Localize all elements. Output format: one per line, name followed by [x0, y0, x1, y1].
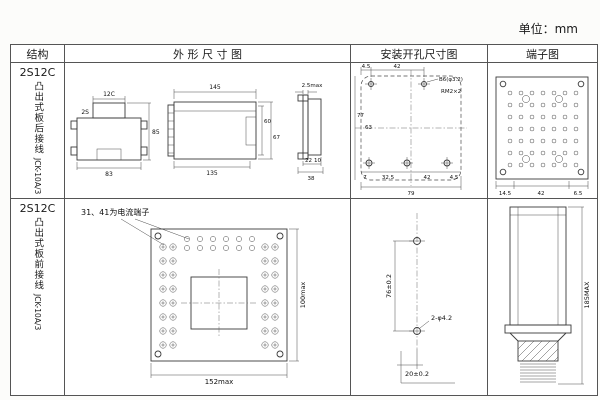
model-label: 2S12C: [19, 66, 56, 79]
right-terminal-strip: [261, 243, 279, 349]
outline-drawing-rear: 12C 2S 83 85: [70, 83, 324, 182]
end-view: 2.5max 22 10 38: [295, 83, 324, 182]
dim-14-5: 14.5: [499, 191, 512, 197]
terminal-dot-grid: [507, 90, 579, 168]
terminal-drawing-rear: 14.5 42 6.5: [495, 76, 589, 197]
panel-hole-view: 76±0.2 2-φ4.2 20±0.2: [385, 213, 455, 384]
dim-20: 20±0.2: [405, 370, 429, 378]
mounting-cell-rear: 4.5 42 B6(φ3.2) RM2×2 77 63: [351, 63, 488, 199]
left-terminal-strip-centers: [161, 245, 175, 347]
dim-63: 63: [365, 125, 372, 131]
dim-42-top: 42: [394, 64, 401, 70]
dim-85: 85: [152, 129, 160, 136]
structure-cell-rear: 2S12C 凸出式板后接线 JCK-10A/3: [11, 63, 65, 199]
right-terminal-strip-centers: [263, 245, 277, 347]
unit-label: 单位：mm: [518, 22, 578, 36]
hole-spec-label: 2-φ4.2: [431, 314, 452, 322]
hole-spec-label: B6(φ3.2): [439, 77, 463, 83]
dim-12c: 12C: [103, 91, 115, 98]
dim-185max: 185MAX: [583, 281, 591, 308]
dim-135: 135: [206, 170, 218, 177]
dim-77: 77: [357, 113, 364, 119]
mounting-hole-view: 4.5 42 B6(φ3.2) RM2×2 77 63: [354, 64, 467, 197]
left-terminal-strip: [159, 243, 177, 349]
relay-code-label: JCK-10A/3: [33, 293, 42, 330]
dim-100max: 100max: [299, 282, 307, 309]
outline-drawing-front: 31、41为电流端子: [81, 207, 307, 386]
side-view: 145 135: [167, 84, 280, 177]
relay-code-label: JCK-10A/3: [33, 157, 42, 194]
outline-cell-front: 31、41为电流端子: [65, 199, 351, 395]
top-terminal-row: [184, 236, 255, 251]
front-view: 12C 2S 83 85: [70, 91, 160, 178]
header-outline: 外 形 尺 寸 图: [65, 45, 351, 63]
terminal-cell-front: 185MAX: [488, 199, 597, 395]
dim-79: 79: [408, 191, 415, 197]
dim-10: 10: [314, 158, 321, 164]
dim-7: 7: [363, 175, 367, 181]
terminal-drawing-front: 185MAX: [504, 206, 591, 385]
dim-152max: 152max: [205, 378, 234, 386]
wiring-type-label: 凸出式板前接线: [32, 217, 44, 291]
relay-side-profile: 185MAX: [504, 206, 591, 385]
dim-6-5: 6.5: [574, 191, 583, 197]
dim-76: 76±0.2: [385, 274, 393, 298]
model-label: 2S12C: [19, 202, 56, 215]
terminal-cell-rear: 14.5 42 6.5: [488, 63, 597, 199]
header-terminal: 端子图: [488, 45, 597, 63]
dim-4-5-top: 4.5: [362, 64, 371, 70]
dim-60: 60: [264, 119, 271, 125]
header-mounting: 安装开孔尺寸图: [351, 45, 488, 63]
dim-145: 145: [209, 84, 221, 91]
dim-38: 38: [308, 176, 315, 182]
header-structure: 结构: [11, 45, 65, 63]
dim-42-bottom: 42: [424, 175, 431, 181]
front-wiring-view: 31、41为电流端子: [81, 207, 307, 386]
mounting-cell-front: 76±0.2 2-φ4.2 20±0.2: [351, 199, 488, 395]
dim-42-terminal: 42: [538, 191, 545, 197]
dim-22: 22: [305, 158, 312, 164]
dim-32-5: 32.5: [382, 175, 395, 181]
dim-4-5-bottom: 4.5: [450, 175, 459, 181]
dim-2s: 2S: [81, 109, 89, 116]
dim-83: 83: [105, 171, 113, 178]
wiring-type-label: 凸出式板后接线: [32, 81, 44, 155]
mounting-drawing-front: 76±0.2 2-φ4.2 20±0.2: [385, 213, 455, 384]
thread-spec-label: RM2×2: [441, 89, 461, 95]
terminal-block-view: 14.5 42 6.5: [495, 76, 589, 197]
dimension-table: 结构 外 形 尺 寸 图 安装开孔尺寸图 端子图 2S12C 凸出式板后接线 J…: [10, 44, 598, 396]
mounting-drawing-rear: 4.5 42 B6(φ3.2) RM2×2 77 63: [354, 64, 467, 197]
dim-67: 67: [273, 135, 280, 141]
dim-2-5max: 2.5max: [302, 83, 323, 89]
outline-cell-rear: 12C 2S 83 85: [65, 63, 351, 199]
structure-cell-front: 2S12C 凸出式板前接线 JCK-10A/3: [11, 199, 65, 395]
current-terminal-note: 31、41为电流端子: [81, 207, 149, 217]
